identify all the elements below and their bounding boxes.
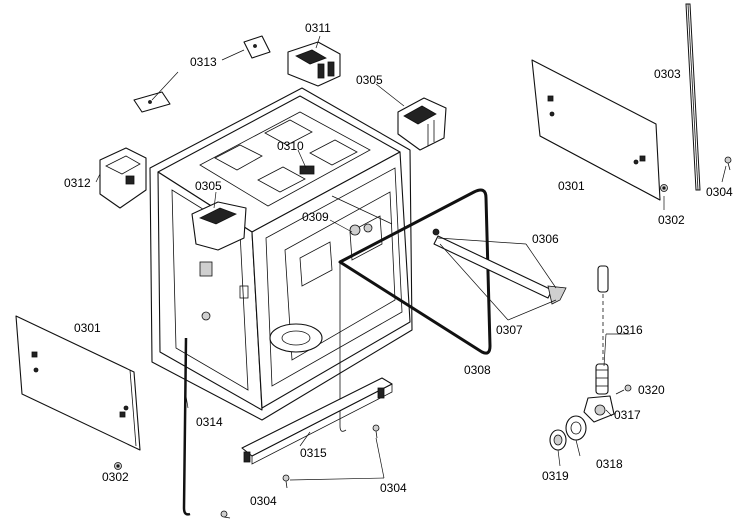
label-0304-bottom: 0304: [380, 481, 407, 495]
part-0301-panel-right: [531, 59, 661, 201]
label-0314: 0314: [196, 415, 223, 429]
part-0316-inlet-hose: [595, 265, 609, 395]
part-0304-screws: [220, 156, 732, 519]
part-0313-hinge: [133, 35, 271, 113]
part-0320-screw: [615, 384, 632, 395]
label-0317: 0317: [614, 408, 641, 422]
label-0302-left: 0302: [102, 470, 129, 484]
label-0312: 0312: [64, 176, 91, 190]
part-0317-fitting: [583, 395, 615, 423]
part-0319-washer: [549, 429, 567, 451]
label-0309: 0309: [302, 210, 329, 224]
label-0302-right: 0302: [658, 213, 685, 227]
label-0305-top: 0305: [356, 73, 383, 87]
tub-cabinet: [149, 87, 413, 421]
part-0311-bracket: [287, 41, 341, 87]
part-0315-bottom-rail: [241, 377, 393, 465]
label-0306: 0306: [532, 232, 559, 246]
part-0312-bracket: [99, 147, 147, 209]
label-0304-right: 0304: [706, 185, 733, 199]
label-0301-right: 0301: [558, 179, 585, 193]
label-0311: 0311: [305, 21, 331, 35]
part-0302-screws: [114, 184, 668, 470]
label-0320: 0320: [638, 383, 665, 397]
part-0301-panel-left: [15, 315, 141, 451]
part-0303-seal-strip: [685, 3, 701, 191]
part-0308-door-seal: [338, 188, 492, 432]
leader-lines: [95, 35, 727, 481]
part-0305-bracket-side: [191, 201, 247, 251]
label-0303: 0303: [654, 67, 681, 81]
part-0318-nut: [565, 415, 587, 441]
part-0305-bracket-top: [397, 97, 447, 151]
label-0318: 0318: [596, 457, 623, 471]
label-0305-side: 0305: [195, 179, 222, 193]
part-labels: 0311 0313 0305 0310 0312 0305 0309 0303 …: [64, 21, 733, 508]
label-0310: 0310: [277, 139, 304, 153]
label-0315: 0315: [300, 446, 327, 460]
label-0308: 0308: [464, 363, 491, 377]
part-0314-vertical-seal: [182, 337, 191, 516]
label-0319: 0319: [542, 469, 569, 483]
label-0316: 0316: [616, 323, 643, 337]
label-0301-left: 0301: [74, 321, 101, 335]
part-0306-spray-tube: [432, 228, 567, 305]
label-0304-lower: 0304: [250, 494, 277, 508]
label-0307: 0307: [496, 323, 523, 337]
label-0313: 0313: [190, 55, 217, 69]
